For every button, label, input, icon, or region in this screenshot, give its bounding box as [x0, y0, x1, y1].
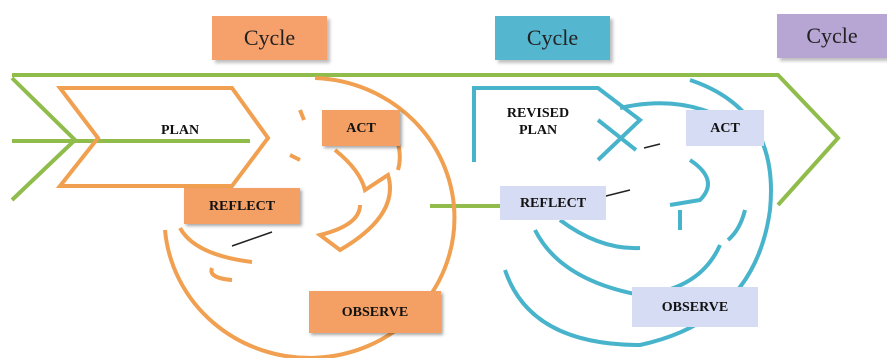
stage-observe-1: OBSERVE [309, 291, 441, 333]
connector-line [231, 231, 273, 247]
stage-observe-2: OBSERVE [632, 287, 758, 327]
stage-act-1: ACT [322, 110, 400, 146]
cycle-label-2: Cycle [495, 16, 610, 60]
stage-reflect-2: REFLECT [500, 186, 606, 220]
timeline-arrow [10, 73, 841, 208]
stage-plan: PLAN [160, 122, 200, 138]
stage-revised-plan-line2: PLAN [518, 123, 558, 138]
stage-revised-plan-line1: REVISED [506, 106, 570, 121]
connector-line [643, 143, 661, 149]
stage-act-2: ACT [686, 110, 764, 146]
cycle-label-3: Cycle [777, 14, 887, 58]
stage-revised-plan: REVISED PLAN [490, 102, 586, 142]
stage-reflect-1: REFLECT [184, 188, 300, 224]
cycle-label-1: Cycle [212, 16, 327, 60]
